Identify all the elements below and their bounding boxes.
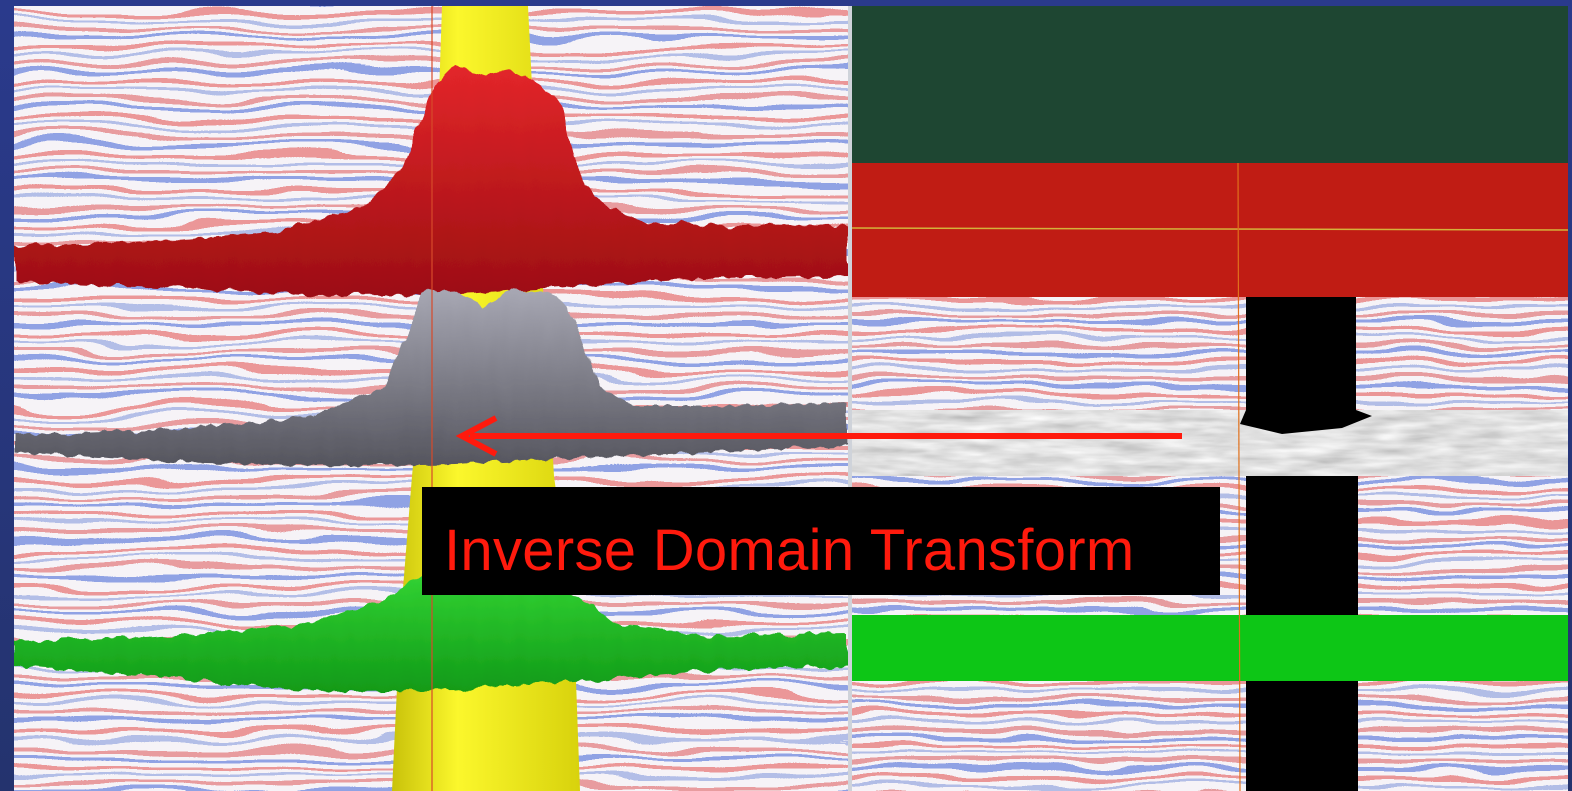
- horizon-middle: [14, 288, 848, 466]
- band-green-horizon: [852, 615, 1568, 681]
- transformed-domain-scene: [852, 6, 1568, 791]
- label-background: [422, 487, 1220, 595]
- band-top: [852, 6, 1568, 163]
- cursor-line-right: [1237, 162, 1241, 791]
- view-divider: [848, 6, 852, 791]
- depth-domain-view: [14, 6, 848, 791]
- transform-label: Inverse Domain Transform: [444, 518, 1135, 583]
- horizon-top: [14, 66, 848, 296]
- no-data-column: [1240, 297, 1372, 791]
- horizon-bottom: [14, 566, 848, 692]
- depth-domain-scene: [14, 6, 848, 791]
- band-grey-horizon: [852, 410, 1568, 476]
- transformed-domain-view: [852, 6, 1568, 791]
- red-band-line: [852, 227, 1568, 231]
